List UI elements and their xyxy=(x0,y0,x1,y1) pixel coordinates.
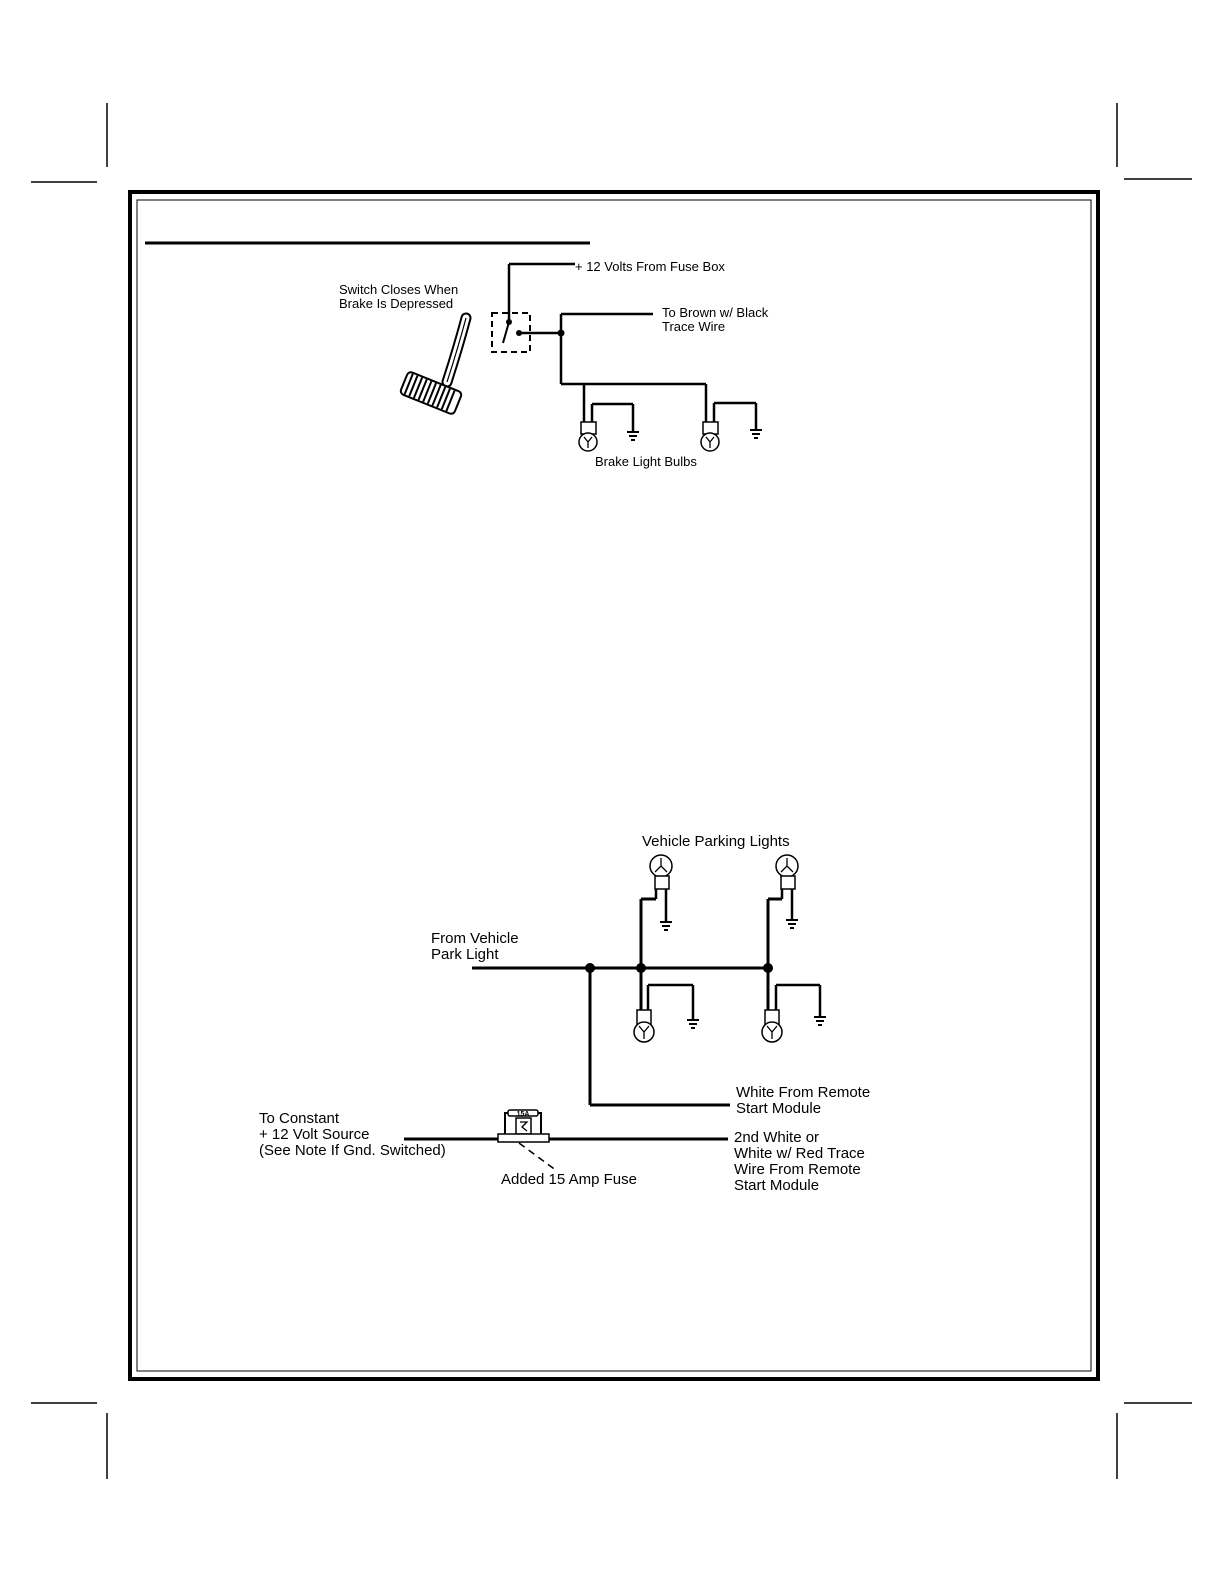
constant-source-label-line: (See Note If Gnd. Switched) xyxy=(259,1142,446,1159)
fuse-icon: 15A xyxy=(497,1109,550,1143)
white-module-label-line: White From Remote xyxy=(736,1084,871,1101)
brown-wire-label: To Brown w/ Black Trace Wire xyxy=(662,306,768,334)
inner-frame xyxy=(136,199,1092,1372)
pedal-switch-label-line: Switch Closes When xyxy=(339,282,459,297)
ground-icon xyxy=(627,431,639,441)
outer-frame xyxy=(128,190,1100,1381)
parking-light-bulb-top-right xyxy=(775,854,799,920)
ground-icon xyxy=(660,921,672,931)
ground-icon xyxy=(687,1019,699,1029)
fuse-rating-text: 15A xyxy=(517,1111,530,1118)
parking-light-bulb-bottom-right xyxy=(761,983,822,1043)
parking-light-bulb-bottom-left xyxy=(633,983,695,1043)
brake-pedal-icon xyxy=(399,312,472,415)
white-module-label-line: Start Module xyxy=(736,1100,822,1117)
brake-light-bulb-left xyxy=(578,384,635,452)
parking-lights-label: Vehicle Parking Lights xyxy=(642,833,790,850)
added-fuse-label: Added 15 Amp Fuse xyxy=(501,1171,637,1188)
second-white-label: 2nd White or White w/ Red Trace Wire Fro… xyxy=(734,1130,865,1194)
constant-source-label: To Constant + 12 Volt Source (See Note I… xyxy=(259,1111,446,1159)
from-vehicle-label-line: From Vehicle xyxy=(431,930,519,947)
fuse-box-label: + 12 Volts From Fuse Box xyxy=(575,259,725,274)
from-vehicle-label-line: Park Light xyxy=(431,946,499,963)
from-vehicle-label: From Vehicle Park Light xyxy=(431,931,519,963)
brake-light-bulb-right xyxy=(700,384,758,452)
constant-source-label-line: + 12 Volt Source xyxy=(259,1126,370,1143)
second-white-label-line: Wire From Remote xyxy=(734,1161,861,1178)
brake-switch xyxy=(491,262,706,386)
park-wiring xyxy=(404,897,782,1141)
white-module-label: White From Remote Start Module xyxy=(736,1085,870,1117)
parking-light-bulb-top-left xyxy=(649,854,673,922)
pedal-switch-label: Switch Closes When Brake Is Depressed xyxy=(339,283,458,311)
second-white-label-line: 2nd White or xyxy=(734,1129,820,1146)
brown-wire-label-line: To Brown w/ Black xyxy=(662,305,769,320)
pedal-switch-label-line: Brake Is Depressed xyxy=(339,296,454,311)
constant-source-label-line: To Constant xyxy=(259,1110,340,1127)
second-white-label-line: White w/ Red Trace xyxy=(734,1145,865,1162)
second-white-label-line: Start Module xyxy=(734,1177,820,1194)
ground-icon xyxy=(750,429,762,439)
park-junction-dots xyxy=(585,963,773,973)
ground-icon xyxy=(814,1016,826,1026)
brake-bulbs-label: Brake Light Bulbs xyxy=(595,454,697,469)
brown-wire-label-line: Trace Wire xyxy=(662,319,726,334)
fuse-leader-line xyxy=(518,1142,558,1172)
ground-icon xyxy=(786,919,798,929)
crop-marks xyxy=(31,103,1192,1479)
